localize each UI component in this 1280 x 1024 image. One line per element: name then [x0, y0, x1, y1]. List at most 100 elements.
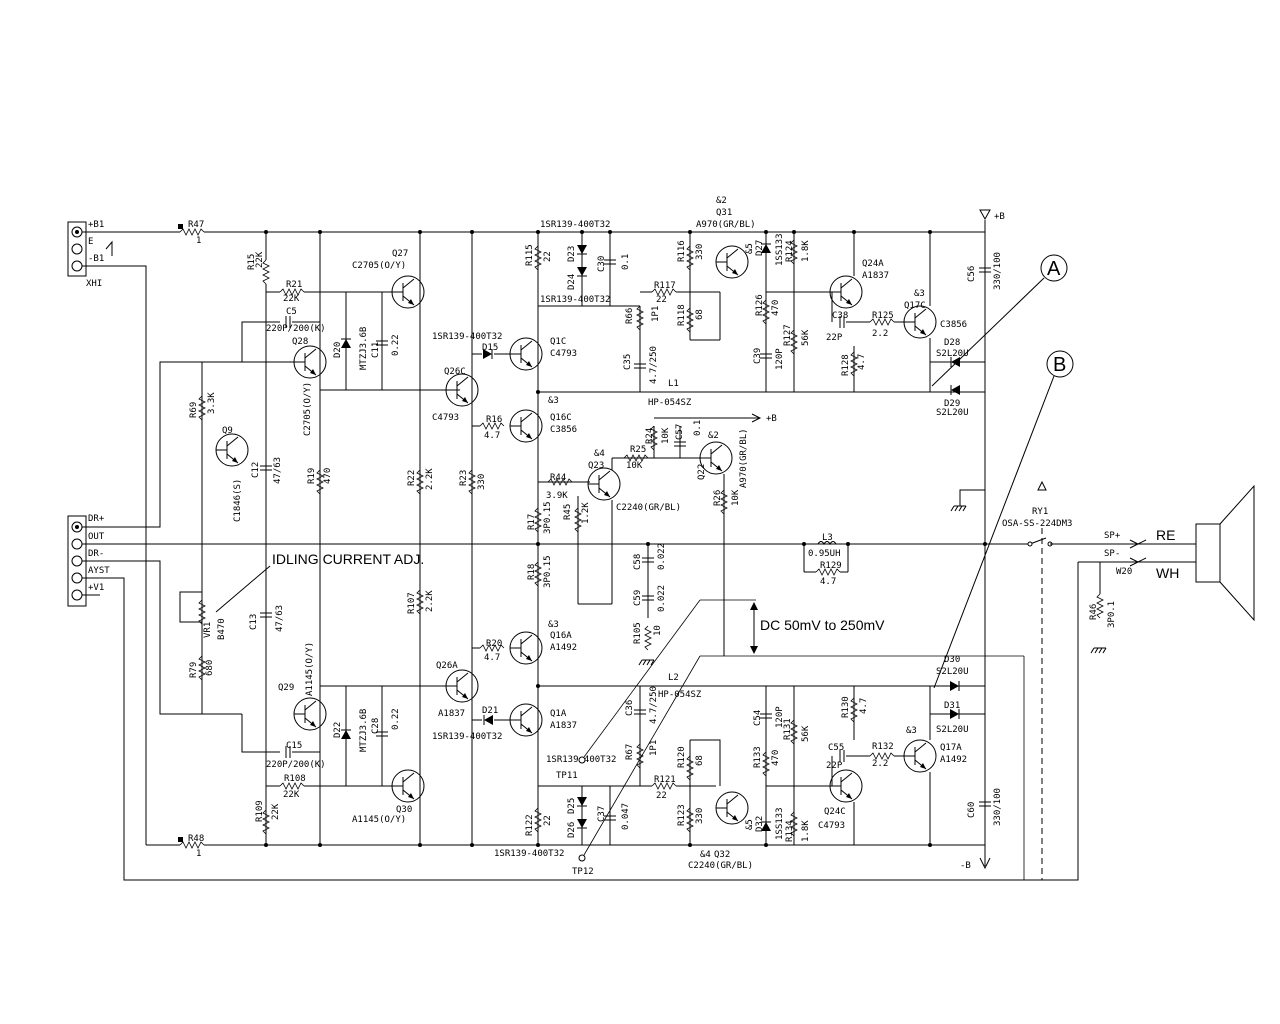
d22-ref: D22: [333, 722, 343, 738]
q26c-part: C4793: [432, 413, 459, 423]
r47-ref: R47: [188, 220, 204, 230]
d26-ref: D26: [567, 822, 577, 838]
r129-val: 4.7: [820, 577, 836, 587]
wire-re: RE: [1156, 527, 1175, 543]
q16a-part: A1492: [550, 643, 577, 653]
current-limit-top: [633, 232, 992, 396]
pin-drm: DR-: [88, 549, 104, 559]
q17c-part: C3856: [940, 320, 967, 330]
r134-ref: R134: [785, 820, 795, 842]
r109-ref: R109: [255, 800, 265, 822]
r131-val: 56K: [801, 725, 811, 742]
c30-ref: C30: [597, 256, 607, 272]
d27-ref: D27: [755, 240, 765, 256]
mark-q17a: &3: [906, 726, 917, 736]
q28-part: C2705(O/Y): [303, 382, 313, 436]
q23-part: C2240(GR/BL): [616, 503, 681, 513]
r133-val: 470: [771, 750, 781, 766]
d32-ref: D32: [755, 816, 765, 832]
q32-ref: Q32: [714, 850, 730, 860]
mark-q23: &4: [594, 449, 605, 459]
c35-ref: C35: [623, 354, 633, 370]
q27-ref: Q27: [392, 249, 408, 259]
rail-minus-b: -B: [960, 861, 971, 871]
junction-dots: [264, 230, 987, 847]
c13-val: 47/63: [275, 605, 285, 632]
r127-val: 56K: [801, 329, 811, 346]
q23-ref: Q23: [588, 461, 604, 471]
connector-main: DR+ OUT DR- AYST +V1: [67, 514, 110, 607]
r16-ref: R16: [486, 415, 502, 425]
r19-val: 470: [323, 468, 333, 484]
ry1-ref: RY1: [1032, 507, 1048, 517]
r128-val: 4.7: [857, 354, 867, 370]
r125-ref: R125: [872, 311, 894, 321]
q16c-part: C3856: [550, 425, 577, 435]
d21-ref: D21: [482, 706, 498, 716]
c38-val: 22P: [826, 333, 843, 343]
q28-ref: Q28: [292, 337, 308, 347]
c57-ref: C57: [675, 424, 685, 440]
r108-ref: R108: [284, 774, 306, 784]
pin-ayst: AYST: [88, 566, 110, 576]
d24-ref: D24: [567, 274, 577, 290]
connector-xhi: +B1 E -B1 XHI: [67, 220, 113, 289]
r127-ref: R127: [783, 324, 793, 346]
r44-ref: R44: [550, 473, 566, 483]
r66-ref: R66: [625, 308, 635, 324]
c28-val: 0.22: [391, 708, 401, 730]
q17a-ref: Q17A: [940, 743, 962, 753]
sp-plus: SP+: [1104, 531, 1121, 541]
r46-val: 3P0.1: [1107, 601, 1117, 628]
r134-val: 1.8K: [801, 820, 811, 842]
r48-ref: R48: [188, 834, 204, 844]
q26a-ref: Q26A: [436, 661, 458, 671]
r129-ref: R129: [820, 561, 842, 571]
r67-val: 1P1: [649, 740, 659, 756]
tp11-label: TP11: [556, 771, 578, 781]
c15-ref: C15: [286, 741, 302, 751]
output-network: [803, 480, 1255, 880]
c37-val: 0.047: [621, 803, 631, 830]
pin-v1: +V1: [88, 583, 104, 593]
q9-part: C1846(S): [233, 479, 243, 522]
mark-d27: &5: [745, 243, 755, 254]
r25-val: 10K: [626, 461, 643, 471]
d31-ref: D31: [944, 701, 960, 711]
r46-ref: R46: [1089, 604, 1099, 620]
r79-ref: R79: [189, 662, 199, 678]
mark-q22: &2: [708, 431, 719, 441]
rail-plus-b: +B: [994, 212, 1005, 222]
q27-part: C2705(O/Y): [352, 261, 406, 271]
r107-ref: R107: [407, 592, 417, 614]
r121-ref: R121: [654, 775, 676, 785]
q31-part: A970(GR/BL): [696, 220, 756, 230]
w20-ref: W20: [1116, 567, 1132, 577]
bias-circuit: [534, 413, 985, 666]
d15-ref: D15: [482, 343, 498, 353]
q1c-ref: Q1C: [550, 337, 566, 347]
r17-val: 3P0.15: [543, 501, 553, 534]
c28-ref: C28: [371, 718, 381, 734]
r69-val: 3.3K: [207, 392, 217, 414]
q1a-part: A1837: [550, 721, 577, 731]
c38-ref: C38: [832, 311, 848, 321]
r66-val: 1P1: [651, 306, 661, 322]
r128-ref: R128: [841, 354, 851, 376]
r45-val: 1.2K: [581, 502, 591, 524]
q30-ref: Q30: [396, 805, 412, 815]
rail-plus-b-mid: +B: [766, 414, 777, 424]
r132-ref: R132: [872, 742, 894, 752]
r125-val: 2.2: [872, 329, 888, 339]
sp-minus: SP-: [1104, 549, 1120, 559]
c12-ref: C12: [251, 462, 261, 478]
r18-val: 3P0.15: [543, 555, 553, 588]
r105-ref: R105: [633, 622, 643, 644]
r16-val: 4.7: [484, 431, 500, 441]
c59-ref: C59: [633, 590, 643, 606]
mark-q32: &4: [700, 850, 711, 860]
l2-part: HP-054SZ: [658, 690, 702, 700]
c39-val: 120P: [775, 348, 785, 370]
c35-val: 4.7/250: [649, 346, 659, 384]
